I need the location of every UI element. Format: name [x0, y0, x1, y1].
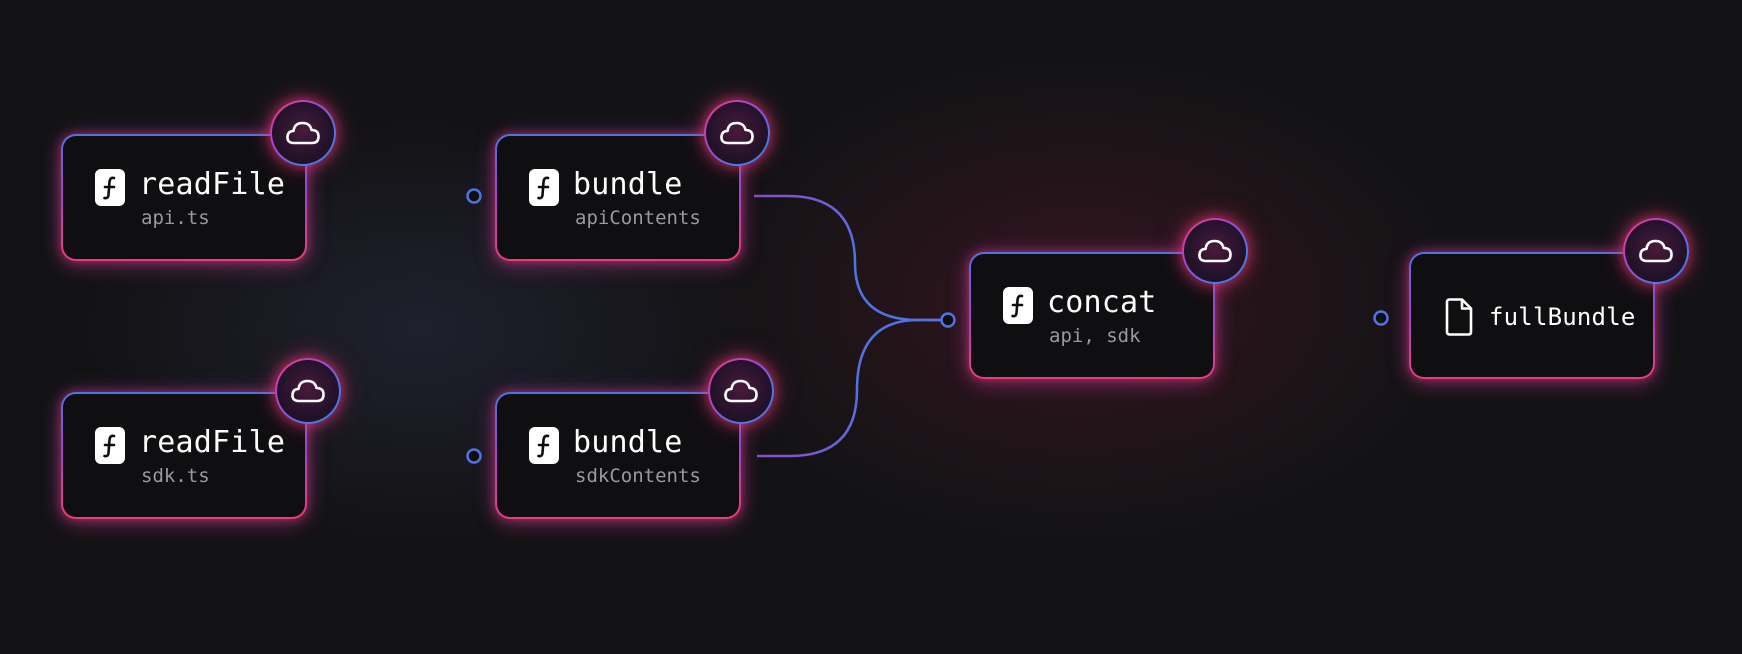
edge-endpoint — [466, 188, 482, 204]
function-icon — [95, 169, 125, 206]
cloud-icon[interactable] — [1623, 218, 1689, 284]
node-subtitle: api.ts — [141, 207, 210, 229]
node-bundle-api[interactable]: bundle apiContents — [495, 134, 741, 261]
edge-endpoint — [940, 312, 956, 328]
node-subtitle: sdk.ts — [141, 465, 210, 487]
cloud-icon[interactable] — [275, 358, 341, 424]
edge-bundle-sdk-to-concat — [757, 318, 941, 458]
node-full-bundle[interactable]: fullBundle — [1409, 252, 1655, 379]
node-title: readFile — [139, 167, 286, 202]
node-title: bundle — [573, 167, 683, 202]
file-icon — [1445, 298, 1473, 336]
node-title: concat — [1047, 285, 1157, 320]
node-title: readFile — [139, 425, 286, 460]
function-icon — [1003, 287, 1033, 324]
node-read-file-api[interactable]: readFile api.ts — [61, 134, 307, 261]
cloud-icon[interactable] — [1182, 218, 1248, 284]
edge-bundle-api-to-concat — [754, 194, 941, 322]
cloud-icon[interactable] — [270, 100, 336, 166]
function-icon — [529, 169, 559, 206]
node-bundle-sdk[interactable]: bundle sdkContents — [495, 392, 741, 519]
function-icon — [529, 427, 559, 464]
node-subtitle: sdkContents — [575, 465, 701, 487]
node-subtitle: apiContents — [575, 207, 701, 229]
cloud-icon[interactable] — [708, 358, 774, 424]
cloud-icon[interactable] — [704, 100, 770, 166]
edge-endpoint — [466, 448, 482, 464]
node-concat[interactable]: concat api, sdk — [969, 252, 1215, 379]
edge-endpoint — [1373, 310, 1389, 326]
function-icon — [95, 427, 125, 464]
node-subtitle: api, sdk — [1049, 325, 1141, 347]
node-title: fullBundle — [1489, 303, 1636, 331]
node-read-file-sdk[interactable]: readFile sdk.ts — [61, 392, 307, 519]
node-title: bundle — [573, 425, 683, 460]
